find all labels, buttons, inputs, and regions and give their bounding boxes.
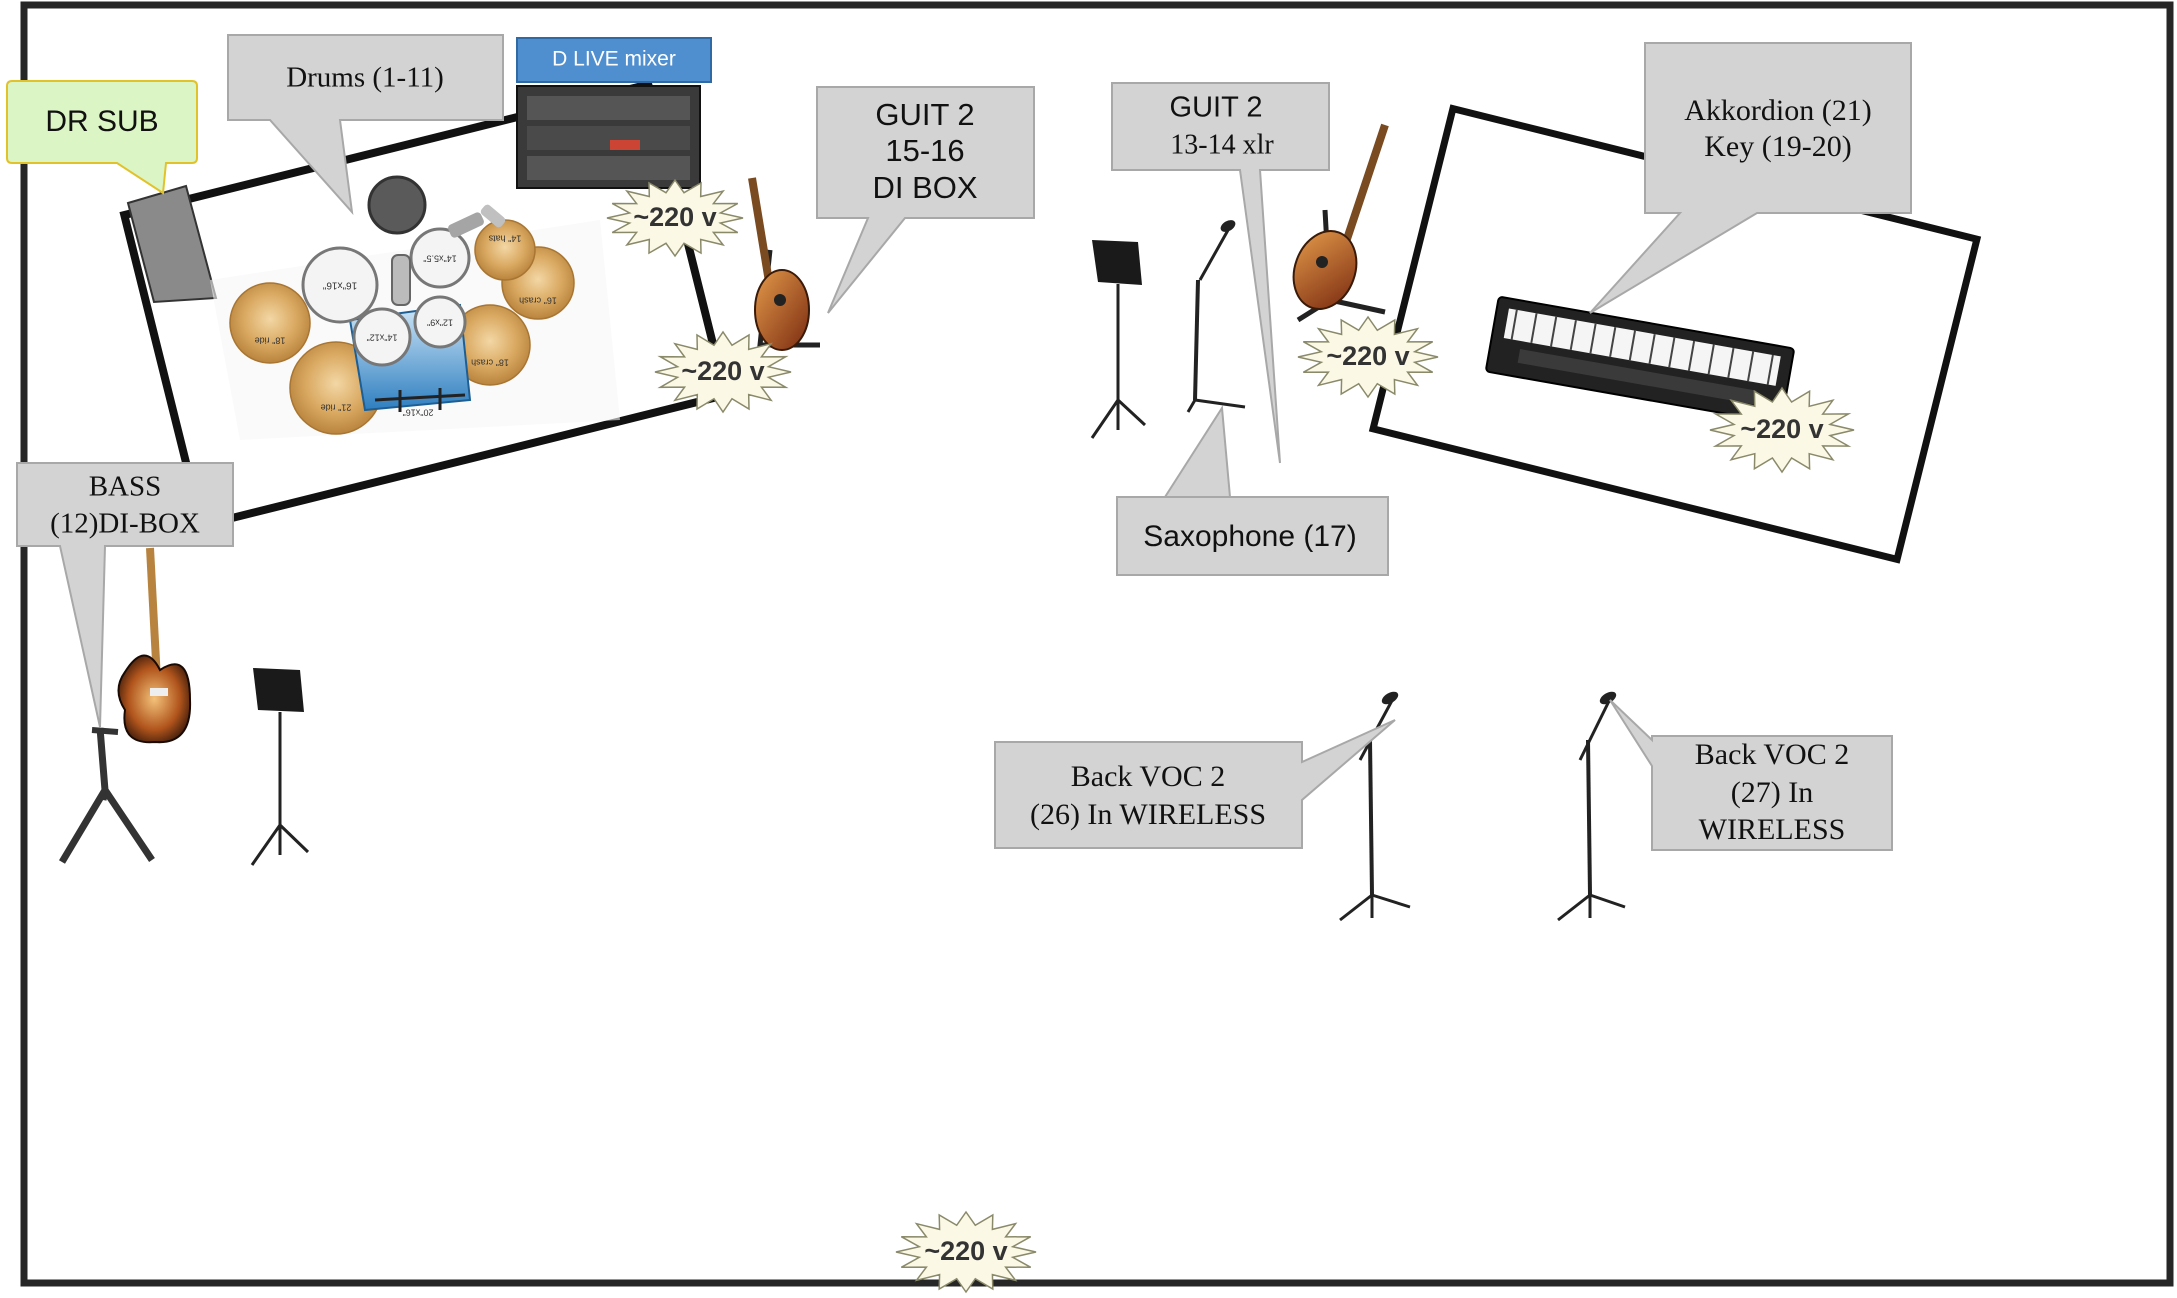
back-voc-27-label-line3: WIRELESS [1699,813,1846,846]
guitar-icon [1292,123,1389,323]
microphone-stand-icon [1186,220,1246,413]
drum-size-label: 21" ride [321,403,352,413]
mixer-label: D LIVE mixer [552,48,676,71]
power-label: ~220 v [1740,414,1823,444]
back-voc-26-label-line2: (26) In WIRELESS [1030,798,1266,831]
keyboard-icon [1485,296,1795,424]
drum-seat [367,175,427,235]
drum-size-label: 18" ride [255,336,286,346]
drum-tom [352,307,412,367]
akkordion-label: Akkordion (21) [1684,94,1871,127]
drum-size-label: 16" crash [519,296,557,306]
back-voc-27-label-line1: Back VOC 2 [1695,738,1849,771]
guit2-di-label-line1: GUIT 2 [875,97,974,132]
bass-callout [16,462,234,728]
drum-tom [301,246,379,324]
drum-tom [413,295,467,349]
back-voc-27-label-line2: (27) In [1731,776,1813,809]
power-burst-shape [1709,386,1855,474]
drum-tom [409,227,471,289]
power-burst-shape [606,178,744,258]
drum-cymbal [474,219,536,281]
drum-size-label: 16"x16" [322,279,357,290]
power-burst-shape [1297,315,1439,399]
drum-kit-icon: 16"x16" 14"x5.5" 14"x12" 12"x9" 14" hats… [210,175,620,440]
back-voc-26-label-line1: Back VOC 2 [1071,760,1225,793]
power-outlet-220v: ~220 v [1297,315,1439,399]
drums-label: Drums (1-11) [286,62,444,94]
akkordion-key-callout [1589,42,1912,314]
key-label: Key (19-20) [1704,130,1851,163]
bass-guitar-icon [117,547,192,744]
power-label: ~220 v [633,202,716,232]
power-outlet-220v: ~220 v [1709,386,1855,474]
guit2-di-label-line3: DI BOX [872,170,977,205]
power-outlet-220v: ~220 v [654,330,792,414]
power-outlet-220v: ~220 v [895,1210,1037,1294]
power-label: ~220 v [1326,341,1409,371]
mixer-icon [516,85,701,189]
drum-size-label: 14" hats [488,234,521,244]
saxophone-callout [1116,404,1389,576]
dr-sub-label: DR SUB [45,105,158,138]
power-label: ~220 v [681,356,764,386]
guit2-xlr-label-line2: 13-14 xlr [1170,129,1274,160]
music-stand-icon [250,668,310,866]
guit2-xlr-label-line1: GUIT 2 [1170,92,1263,124]
mixer-label-box [516,37,712,83]
drum-size-label: 12"x9" [427,318,453,328]
drum-cymbal [229,282,311,364]
bass-label-line2: (12)DI-BOX [50,508,200,540]
guitar-stand-icon [58,727,155,864]
guit2-di-label-line2: 15-16 [885,133,964,168]
power-burst-shape [895,1210,1037,1294]
power-outlet-220v: ~220 v [606,178,744,258]
drums-callout [227,34,504,216]
drum-size-label: 14"x12" [367,333,398,343]
power-burst-shape [654,330,792,414]
saxophone-label: Saxophone (17) [1143,520,1357,553]
bass-label-line1: BASS [89,471,162,503]
power-label: ~220 v [924,1236,1007,1266]
drum-size-label: 18" crash [471,358,509,368]
music-stand-icon [1090,240,1147,439]
drum-size-label: 14"x5.5" [423,254,456,264]
back-voc-26-callout [994,719,1396,849]
guit2-xlr-callout [1111,82,1330,464]
drum-size-label: 20"x16" [403,408,434,418]
back-voc-27-callout [1609,699,1893,851]
guit2-di-callout [816,86,1035,314]
guitar-icon [748,177,820,351]
dr-sub-callout [6,80,198,195]
